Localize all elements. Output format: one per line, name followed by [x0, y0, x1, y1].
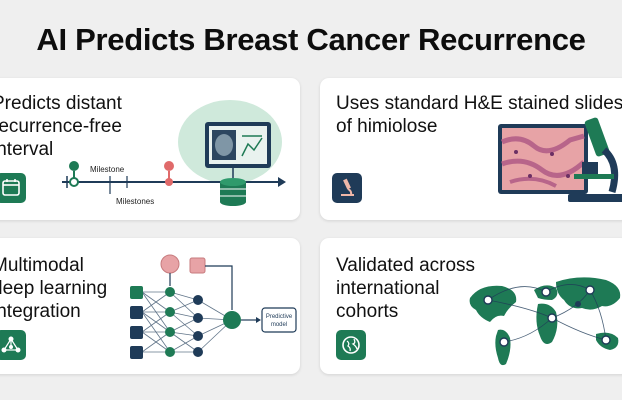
card-text: Uses standard H&E stained slides of himi…	[336, 92, 622, 138]
predictive-model-label-2: model	[271, 322, 287, 328]
card-line: integration	[0, 301, 81, 322]
card-line: Multimodal	[0, 255, 84, 276]
card-line: recurrence-free	[0, 116, 122, 137]
card-line: Validated across	[336, 255, 476, 276]
milestones-label: Milestones	[116, 197, 154, 206]
card-line: cohorts	[336, 301, 399, 322]
card-line: deep learning	[0, 278, 108, 299]
milestone-label: Milestone	[90, 165, 125, 174]
card-line: international	[336, 278, 440, 299]
card-line: Predicts distant	[0, 93, 122, 114]
card-recurrence-interval: Predicts distant recurrence-free interva…	[0, 78, 300, 220]
card-he-slides: Uses standard H&E stained slides of himi…	[320, 78, 622, 220]
card-text: Predicts distant recurrence-free interva…	[0, 92, 122, 161]
card-line: of himiolose	[336, 116, 438, 137]
card-line: interval	[0, 139, 54, 160]
network-icon	[0, 330, 26, 360]
timeline-illustration: Milestone Milestones	[62, 100, 286, 206]
card-text: Validated across international cohorts	[336, 254, 475, 323]
slide-microscope-illustration	[498, 117, 622, 202]
calendar-icon	[0, 173, 26, 203]
card-international-cohorts: Validated across international cohorts	[320, 238, 622, 374]
predictive-model-label: Predictive	[266, 314, 293, 320]
world-map-illustration	[469, 277, 621, 366]
page-title: AI Predicts Breast Cancer Recurrence	[36, 22, 586, 57]
globe-icon	[336, 330, 366, 360]
microscope-icon	[332, 173, 362, 203]
card-multimodal: Multimodal deep learning integration	[0, 238, 300, 374]
neural-network-diagram: Predictive model	[130, 254, 297, 359]
card-text: Multimodal deep learning integration	[0, 254, 107, 323]
card-line: Uses standard H&E stained slides	[336, 93, 622, 114]
